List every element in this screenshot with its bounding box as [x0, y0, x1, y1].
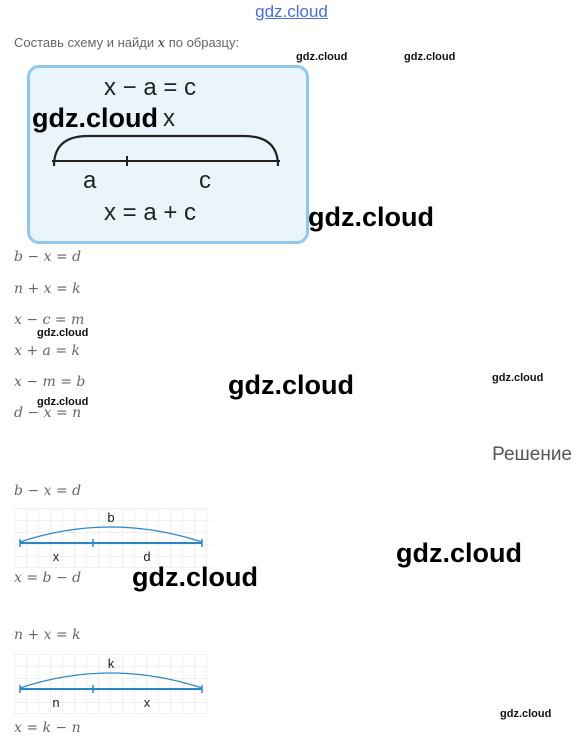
solution-2-answer: x = k − n — [14, 720, 81, 736]
watermark: gdz.cloud — [296, 51, 348, 63]
watermark: gdz.cloud — [228, 370, 354, 400]
solution-2-part2-label: x — [144, 695, 151, 710]
watermark: gdz.cloud — [492, 372, 544, 384]
watermark: gdz.cloud — [32, 103, 158, 133]
equation-6: d − x = n — [14, 405, 82, 421]
solution-2-whole-label: k — [108, 656, 115, 671]
example-part2-label: c — [199, 167, 211, 194]
watermark: gdz.cloud — [500, 708, 552, 720]
example-box — [27, 65, 309, 244]
solution-1-whole-label: b — [107, 510, 114, 525]
watermark: gdz.cloud — [404, 51, 456, 63]
solution-heading: Решение — [492, 444, 572, 465]
watermark: gdz.cloud — [132, 562, 258, 592]
watermark: gdz.cloud — [37, 396, 89, 408]
solution-1-answer: x = b − d — [14, 570, 82, 586]
solution-2-grid — [14, 654, 210, 714]
example-brace — [52, 134, 280, 167]
prompt-text-end: по образцу: — [165, 35, 240, 50]
solution-1-arc — [19, 526, 203, 543]
equation-1: b − x = d — [14, 249, 82, 265]
solution-2-scheme: k n x — [14, 654, 210, 714]
solution-2-arc — [19, 672, 203, 689]
task-prompt: Составь схему и найди x по образцу: — [14, 35, 239, 51]
solution-1-grid — [14, 508, 210, 568]
equation-5: x − m = b — [14, 374, 86, 390]
equation-4: x + a = k — [14, 343, 80, 359]
solution-1-part2-label: d — [143, 549, 150, 564]
example-whole-label: x — [163, 105, 175, 132]
example-equation: x − a = c — [104, 74, 197, 101]
example-scheme — [52, 134, 280, 167]
solution-2-equation: n + x = k — [14, 627, 81, 643]
prompt-variable: x — [157, 36, 166, 51]
site-logo[interactable]: gdz.cloud — [255, 2, 328, 21]
watermark: gdz.cloud — [396, 538, 522, 568]
equation-2: n + x = k — [14, 281, 81, 297]
example-part1-label: a — [83, 167, 97, 194]
solution-1-scheme: b x d — [14, 508, 210, 568]
watermark: gdz.cloud — [308, 202, 434, 232]
solution-1-equation: b − x = d — [14, 483, 82, 499]
prompt-text-start: Составь схему и найди — [14, 35, 158, 50]
equation-3: x − c = m — [14, 312, 85, 328]
solution-2-part1-label: n — [52, 695, 59, 710]
example-solution: x = a + c — [104, 199, 197, 226]
watermark: gdz.cloud — [37, 327, 89, 339]
solution-1-part1-label: x — [53, 549, 60, 564]
